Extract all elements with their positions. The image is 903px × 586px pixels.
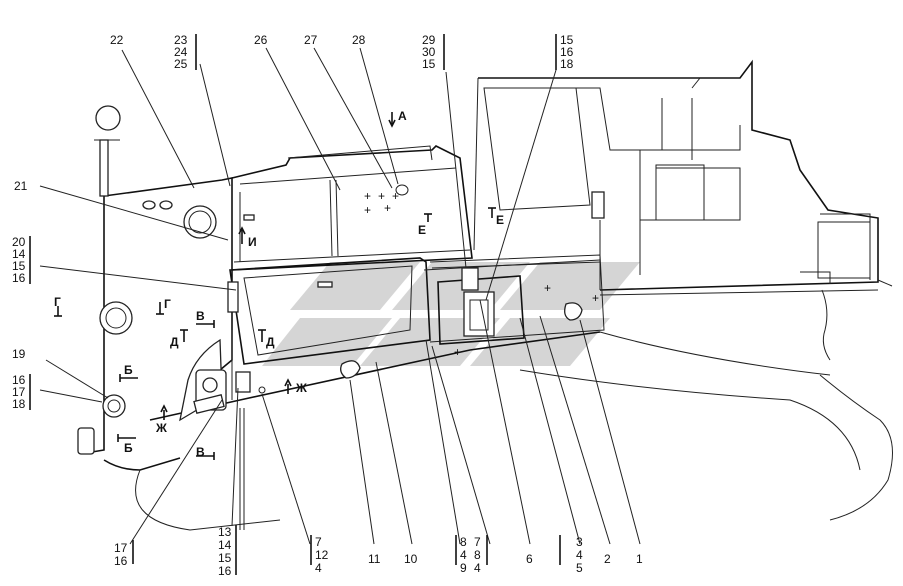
svg-text:+: + bbox=[384, 201, 391, 215]
view-b-1: Б bbox=[124, 363, 133, 377]
callout-15: 15 bbox=[218, 551, 232, 565]
view-e-2: Е bbox=[496, 213, 504, 227]
fastener-marks: + + + + + bbox=[364, 189, 399, 217]
svg-text:+: + bbox=[392, 189, 399, 203]
callout-11: 11 bbox=[368, 552, 381, 566]
callout-7b: 7 bbox=[315, 535, 322, 549]
callout-14b: 14 bbox=[12, 247, 26, 261]
callout-4d: 4 bbox=[315, 561, 322, 575]
callout-22: 22 bbox=[110, 33, 124, 47]
svg-text:+: + bbox=[454, 345, 461, 359]
hull-body bbox=[77, 105, 601, 531]
svg-text:+: + bbox=[544, 281, 551, 295]
callout-16: 16 bbox=[218, 564, 232, 578]
callout-18b: 18 bbox=[560, 57, 574, 71]
callout-7: 7 bbox=[474, 535, 481, 549]
svg-text:+: + bbox=[364, 189, 371, 203]
callout-26: 26 bbox=[254, 33, 268, 47]
callout-8: 8 bbox=[474, 548, 481, 562]
view-arrows bbox=[54, 112, 496, 460]
view-v-1: В bbox=[196, 309, 205, 323]
middle-hatch bbox=[227, 254, 605, 365]
callout-30: 30 bbox=[422, 45, 436, 59]
svg-text:+: + bbox=[592, 291, 599, 305]
break-lines bbox=[519, 289, 893, 521]
callout-19: 19 bbox=[12, 347, 26, 361]
svg-text:+: + bbox=[364, 203, 371, 217]
upper-compartment bbox=[231, 145, 473, 271]
watermark-logo bbox=[262, 262, 640, 366]
callout-2: 2 bbox=[604, 552, 611, 566]
callout-4c: 4 bbox=[460, 548, 467, 562]
callout-21: 21 bbox=[14, 179, 28, 193]
callout-4b: 4 bbox=[474, 561, 481, 575]
callout-10: 10 bbox=[404, 552, 418, 566]
callout-15b: 15 bbox=[12, 259, 26, 273]
callout-17b: 17 bbox=[12, 385, 26, 399]
callout-29: 29 bbox=[422, 33, 436, 47]
callout-8b: 8 bbox=[460, 535, 467, 549]
callout-15c: 15 bbox=[422, 57, 436, 71]
callout-3: 3 bbox=[576, 535, 583, 549]
view-zh-2: Ж bbox=[155, 421, 167, 435]
view-zh-1: Ж bbox=[295, 381, 307, 395]
callout-24: 24 bbox=[174, 45, 188, 59]
view-a: A bbox=[398, 109, 407, 123]
callout-17: 17 bbox=[114, 541, 128, 555]
callout-4: 4 bbox=[576, 548, 583, 562]
callout-16d: 16 bbox=[12, 271, 26, 285]
view-g-2: Г bbox=[164, 297, 171, 311]
callout-25: 25 bbox=[174, 57, 188, 71]
callout-12: 12 bbox=[315, 548, 329, 562]
callout-bars bbox=[29, 34, 561, 575]
access-panel: + + + bbox=[340, 267, 599, 379]
callout-15d: 15 bbox=[560, 33, 574, 47]
view-i: И bbox=[248, 235, 257, 249]
view-g-1: Г bbox=[54, 295, 61, 309]
callout-13: 13 bbox=[218, 525, 232, 539]
view-d-1: Д bbox=[170, 335, 179, 349]
view-e-1: Е bbox=[418, 223, 426, 237]
callout-18: 18 bbox=[12, 397, 26, 411]
callout-16c: 16 bbox=[12, 373, 26, 387]
callout-14: 14 bbox=[218, 538, 232, 552]
callout-20: 20 bbox=[12, 235, 26, 249]
callout-labels: 1 2 3 4 5 6 7 8 4 8 4 9 10 11 7 12 4 13 … bbox=[12, 33, 643, 578]
leader-lines bbox=[39, 47, 641, 545]
callout-5: 5 bbox=[576, 561, 583, 575]
view-v-2: В bbox=[196, 445, 205, 459]
svg-text:+: + bbox=[378, 189, 385, 203]
view-d-2: Д bbox=[266, 335, 275, 349]
callout-16b: 16 bbox=[114, 554, 128, 568]
view-letters: A Б Б В В Г Г Д Д Е Е Ж Ж И bbox=[54, 109, 504, 459]
callout-27: 27 bbox=[304, 33, 318, 47]
callout-23: 23 bbox=[174, 33, 188, 47]
callout-1: 1 bbox=[636, 552, 643, 566]
cab-outline bbox=[473, 59, 893, 296]
callout-6: 6 bbox=[526, 552, 533, 566]
view-b-2: Б bbox=[124, 441, 133, 455]
callout-9: 9 bbox=[460, 561, 467, 575]
callout-28: 28 bbox=[352, 33, 366, 47]
callout-16e: 16 bbox=[560, 45, 574, 59]
